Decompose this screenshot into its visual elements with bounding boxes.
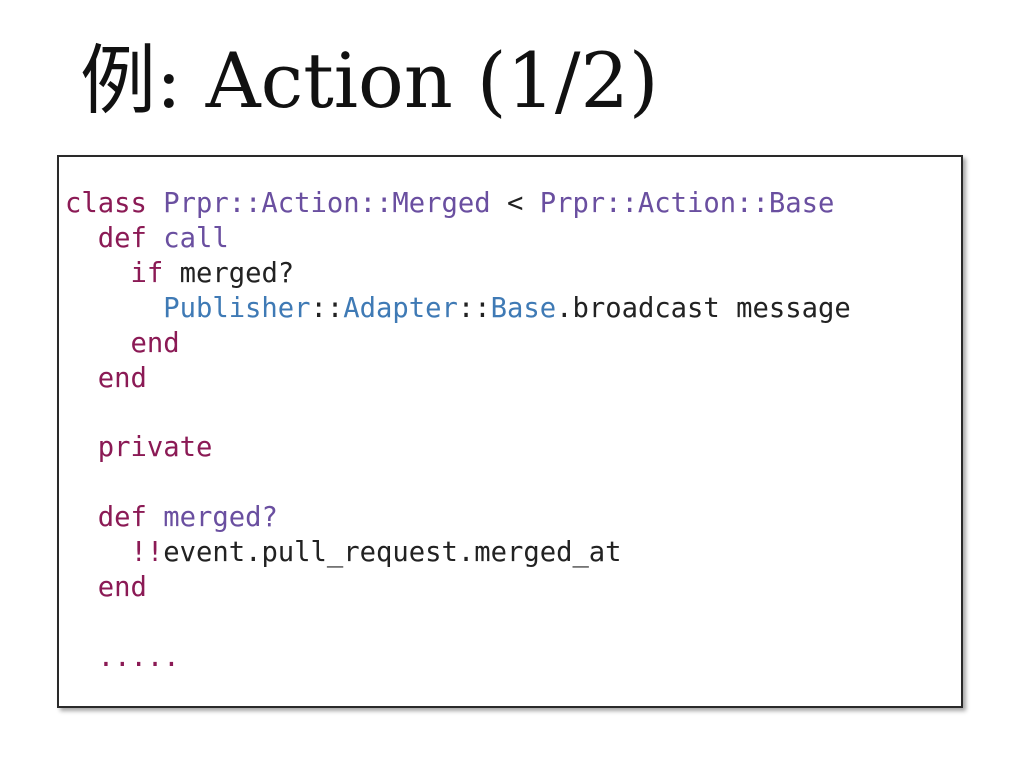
code-content: class Prpr::Action::Merged < Prpr::Actio…	[65, 187, 851, 676]
keyword-end: end	[130, 327, 180, 359]
double-bang-operator: !!	[130, 537, 164, 569]
keyword-end: end	[97, 571, 147, 603]
method-name-merged: merged?	[163, 502, 278, 534]
keyword-end: end	[97, 362, 147, 394]
keyword-if: if	[130, 257, 164, 289]
ellipsis: .....	[97, 641, 180, 673]
inherit-operator: <	[490, 188, 540, 219]
event-expression: event.pull_request.merged_at	[163, 537, 622, 569]
keyword-private: private	[97, 432, 213, 464]
slide-title: 例: Action (1/2)	[80, 36, 659, 125]
if-condition: merged?	[163, 257, 295, 289]
scope-separator: ::	[457, 292, 491, 324]
constant-adapter: Adapter	[343, 292, 458, 324]
code-block: class Prpr::Action::Merged < Prpr::Actio…	[57, 155, 963, 708]
broadcast-call: .broadcast message	[556, 292, 851, 324]
constant-base: Base	[490, 292, 557, 324]
scope-separator: ::	[310, 292, 344, 324]
keyword-def: def	[97, 502, 147, 534]
method-name-call: call	[163, 222, 229, 254]
parent-class-name: Prpr::Action::Base	[539, 188, 835, 219]
keyword-class: class	[65, 188, 147, 219]
class-name: Prpr::Action::Merged	[163, 188, 491, 219]
constant-publisher: Publisher	[163, 292, 311, 324]
keyword-def: def	[97, 222, 147, 254]
